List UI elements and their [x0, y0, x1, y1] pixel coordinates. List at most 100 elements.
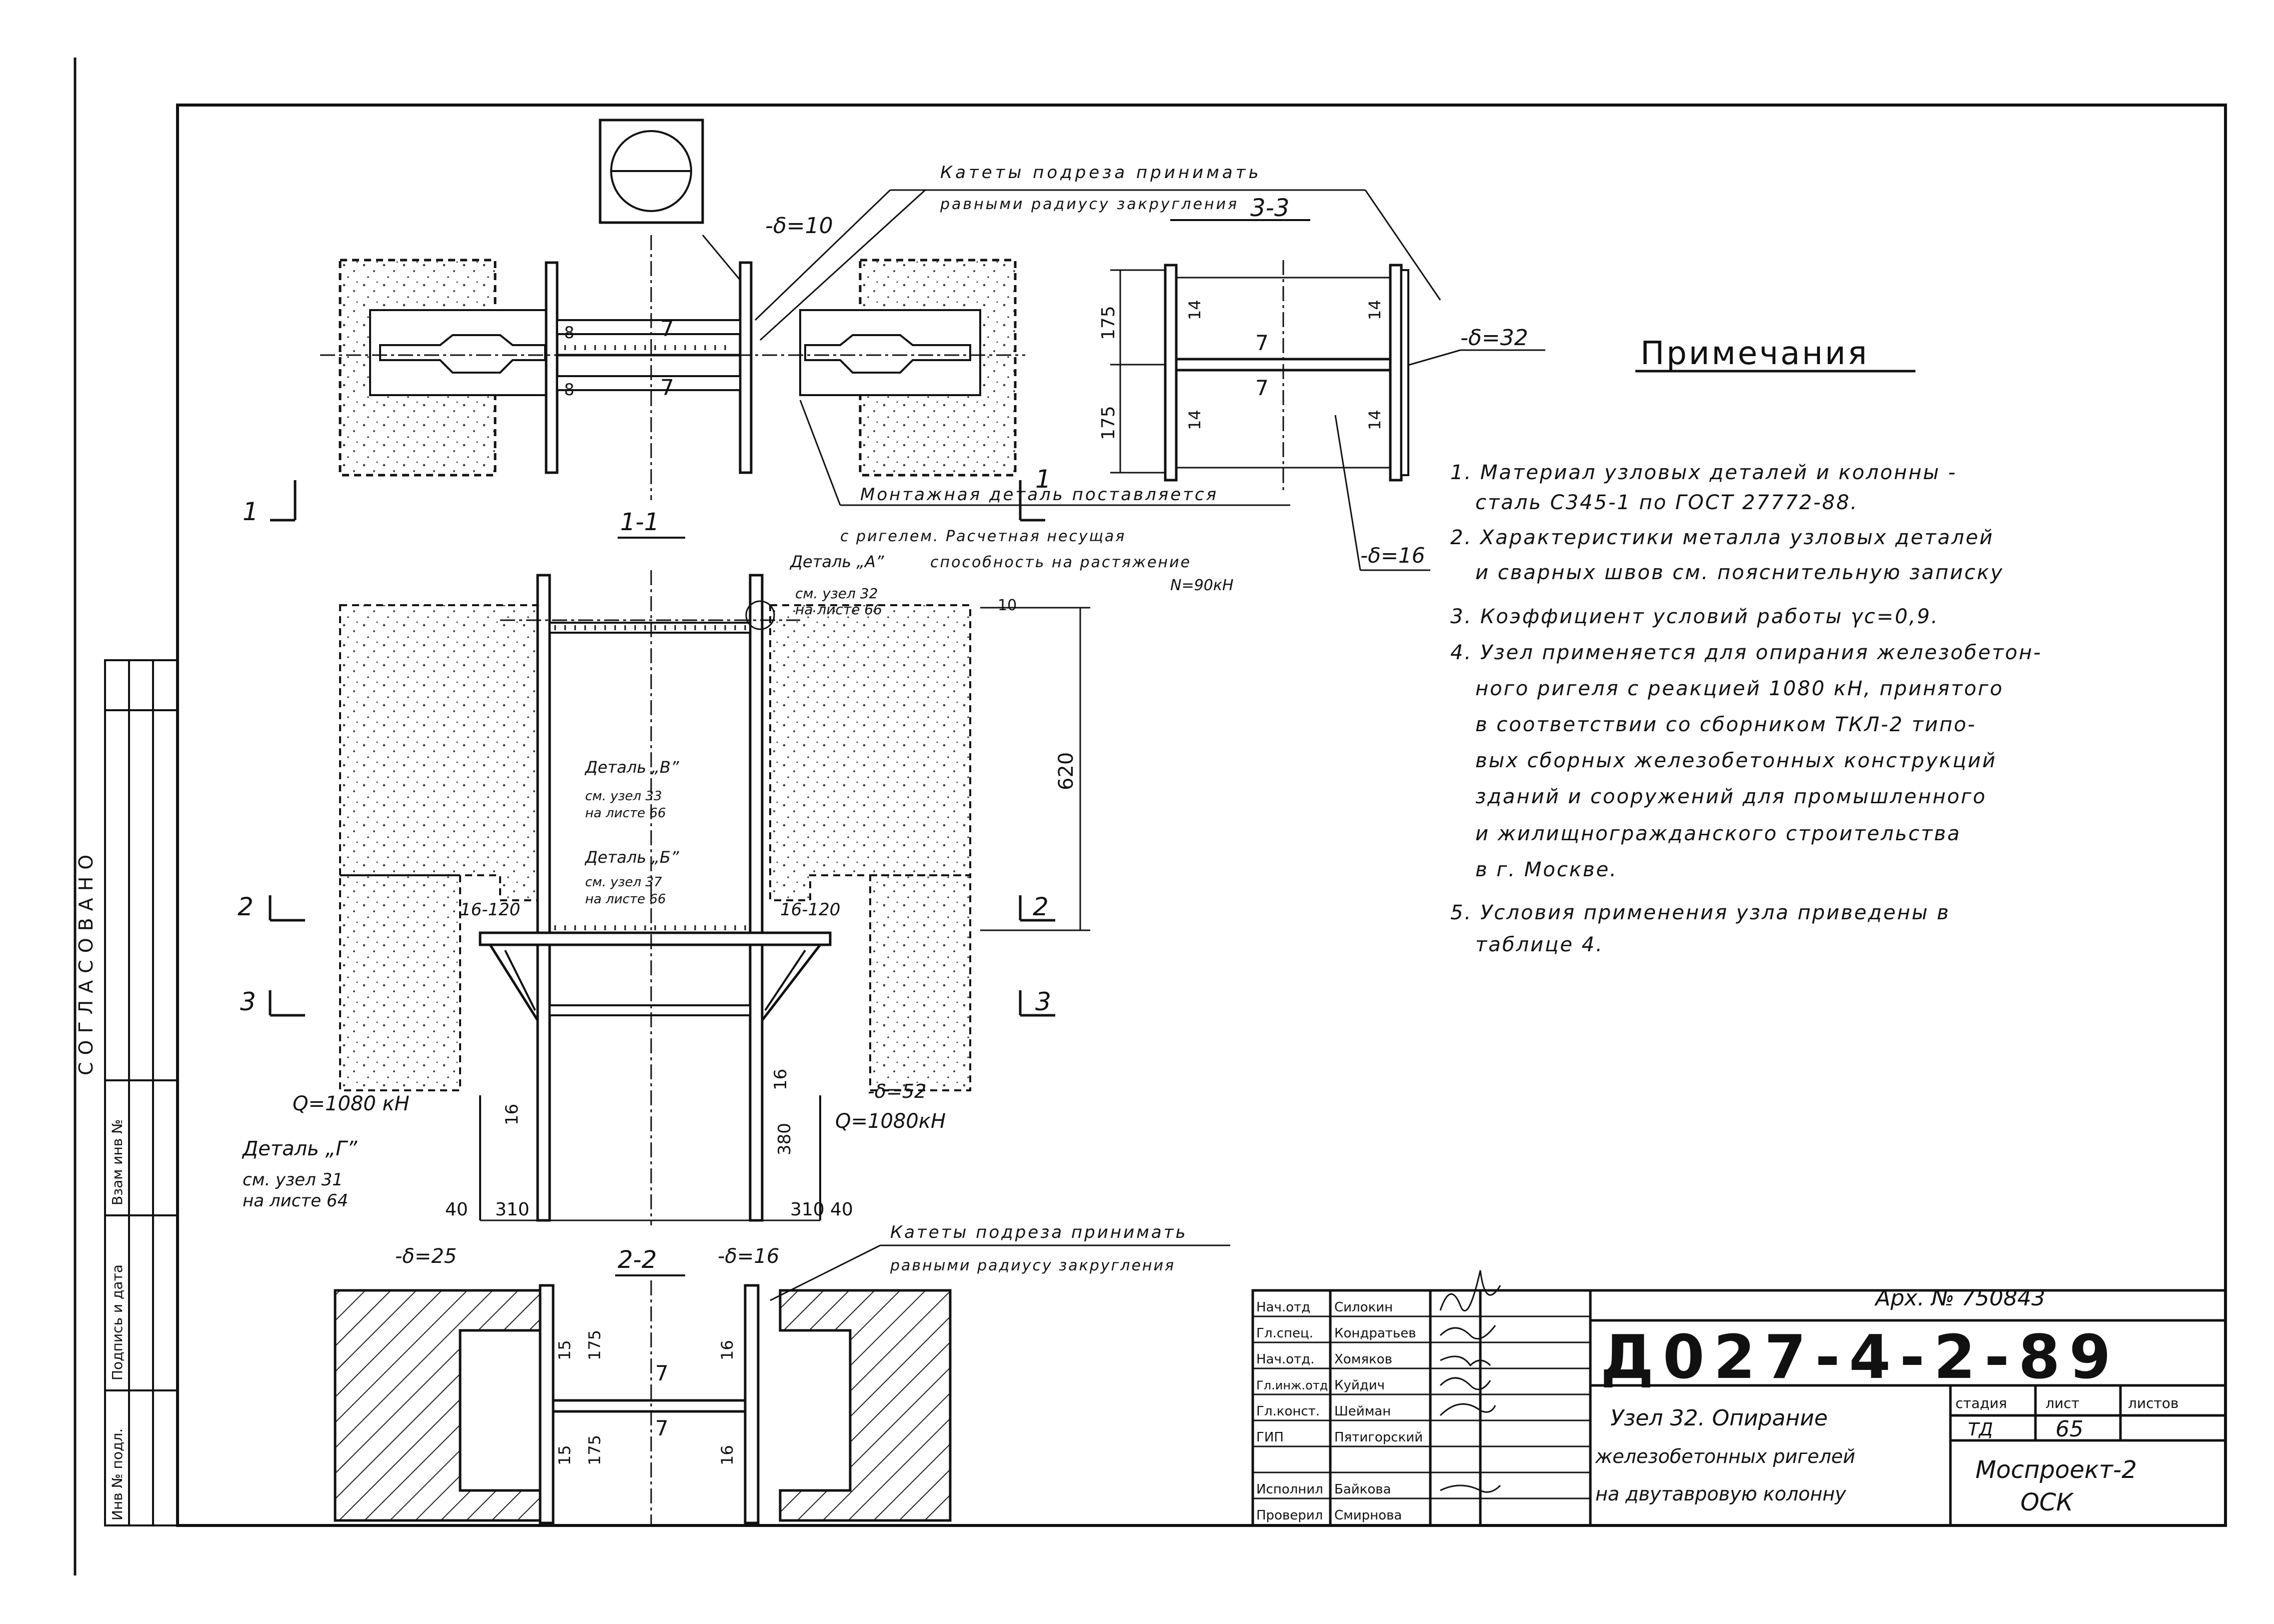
- weld-14-b: 14: [1365, 300, 1384, 320]
- detail-v-ref1: см. узел 33: [585, 789, 662, 804]
- detail-a-ref1: см. узел 32: [795, 585, 878, 602]
- dim-175-d: 175: [585, 1435, 604, 1465]
- detail-g-title: Деталь „Г”: [242, 1137, 358, 1160]
- weld-16-c: 16: [718, 1340, 737, 1360]
- dim-380: 380: [775, 1123, 795, 1155]
- name-4: Шейман: [1334, 1404, 1391, 1419]
- mounting-note-4: N=90кН: [1170, 577, 1233, 594]
- weld-leg-b-note-1: Катеты подреза принимать: [890, 1222, 1187, 1242]
- sheet-label: лист: [2045, 1395, 2079, 1411]
- inv-orig-label: Инв № подл.: [109, 1428, 126, 1520]
- detail-v-title: Деталь „В”: [584, 758, 679, 777]
- note-line-12: в г. Москве.: [1475, 858, 1618, 881]
- cut3-left: 3: [240, 987, 256, 1016]
- title-block: [1251, 1289, 2227, 1527]
- sheets-label: листов: [2128, 1395, 2178, 1411]
- plate-d16-label: -δ=16: [1360, 543, 1425, 568]
- weld-leg-note-2: равными радиусу закругления: [940, 196, 1239, 213]
- note-line-8: в соответствии со сборником ТКЛ-2 типо-: [1475, 713, 1976, 736]
- weld-8-b: 8: [564, 380, 574, 399]
- note-line-13: 5. Условия применения узла приведены в: [1450, 901, 1950, 924]
- note-line-10: зданий и сооружений для промышленного: [1475, 785, 1986, 808]
- role-4: Гл.конст.: [1256, 1404, 1320, 1419]
- dim-310-right: 310: [790, 1199, 825, 1220]
- dim-620: 620: [1055, 752, 1078, 790]
- note-line-6: 4. Узел применяется для опирания железоб…: [1450, 641, 2042, 664]
- role-5: ГИП: [1256, 1430, 1284, 1445]
- section-1-1-title: 1-1: [620, 508, 659, 536]
- role-1: Гл.спец.: [1256, 1326, 1313, 1341]
- weld-14-d: 14: [1365, 410, 1384, 430]
- sheet-value: 65: [2055, 1416, 2083, 1442]
- note-line-5: 3. Коэффициент условий работы γc=0,9.: [1450, 605, 1939, 628]
- dim-16-120-right: 16-120: [780, 900, 840, 920]
- note-line-2: сталь С345-1 по ГОСТ 27772-88.: [1475, 491, 1858, 514]
- weld-7-f: 7: [655, 1416, 669, 1440]
- signatures: [1439, 1270, 1501, 1493]
- detail-v-ref2: на листе 66: [585, 806, 666, 821]
- load-left: Q=1080 кН: [293, 1092, 410, 1115]
- document-code: Д027-4-2-89: [1600, 1323, 2120, 1392]
- weld-7-e: 7: [655, 1361, 669, 1385]
- plate-d25-label: -δ=25: [395, 1245, 457, 1268]
- weld-16-a: 16: [771, 1069, 791, 1090]
- weld-15-b: 15: [555, 1445, 574, 1465]
- weld-7-b: 7: [660, 375, 674, 401]
- mounting-note-1: Монтажная деталь поставляется: [860, 485, 1218, 505]
- note-line-9: вых сборных железобетонных конструкций: [1475, 749, 1997, 772]
- role-0: Нач.отд: [1256, 1300, 1310, 1315]
- dim-40-left: 40: [445, 1199, 468, 1220]
- plate-d16b-label: -δ=16: [718, 1245, 779, 1268]
- name-7: Байкова: [1334, 1482, 1391, 1497]
- detail-a-ref2: на листе 66: [795, 601, 882, 618]
- top-note-leaders: [702, 189, 1441, 341]
- title-line-2: железобетонных ригелей: [1595, 1445, 1855, 1467]
- plate-d10-label: -δ=10: [765, 213, 833, 239]
- name-0: Силокин: [1334, 1300, 1393, 1315]
- weld-7-c: 7: [1255, 331, 1269, 355]
- name-1: Кондратьев: [1334, 1326, 1416, 1341]
- stage-value: ТД: [1968, 1419, 1993, 1440]
- cut2-left: 2: [238, 892, 254, 921]
- note-line-11: и жилищногражданского строительства: [1475, 822, 1961, 845]
- section-2-2: [334, 1244, 1230, 1525]
- stage-label: стадия: [1955, 1395, 2007, 1411]
- plate-d52-label: -δ=52: [868, 1080, 926, 1102]
- org-line-2: ОСК: [2020, 1488, 2074, 1516]
- org-line-1: Моспроект-2: [1975, 1456, 2137, 1484]
- note-line-7: ного ригеля с реакцией 1080 кН, принятог…: [1475, 677, 2003, 700]
- mounting-note-3: способность на растяжение: [930, 554, 1191, 571]
- detail-b-ref2: на листе 66: [585, 892, 666, 907]
- note-line-4: и сварных швов см. пояснительную записку: [1475, 561, 2004, 584]
- weld-15-a: 15: [555, 1340, 574, 1360]
- name-5: Пятигорский: [1334, 1430, 1423, 1445]
- section-2-2-title: 2-2: [618, 1246, 657, 1274]
- detail-g-ref2: на листе 64: [243, 1191, 348, 1211]
- agreed-label: СОГЛАСОВАНО: [75, 848, 97, 1075]
- section-3-3: [1110, 219, 1409, 490]
- notes-list: 1. Материал узловых деталей и колонны - …: [1450, 461, 2042, 956]
- cut1-right: 1: [1035, 465, 1051, 494]
- inv-repl-label: Взам инв №: [109, 1119, 126, 1205]
- dim-175-b: 175: [1098, 406, 1119, 440]
- weld-8-a: 8: [564, 323, 574, 342]
- cut3-right: 3: [1035, 987, 1051, 1016]
- role-7: Исполнил: [1256, 1482, 1323, 1497]
- dim-16-120-left: 16-120: [460, 900, 520, 920]
- role-2: Нач.отд.: [1256, 1352, 1314, 1367]
- note-line-3: 2. Характеристики металла узловых детале…: [1450, 526, 1994, 549]
- detail-b-title: Деталь „Б”: [584, 848, 679, 867]
- title-line-3: на двутавровую колонну: [1595, 1483, 1846, 1505]
- side-stamp: [104, 659, 179, 1526]
- title-line-1: Узел 32. Опирание: [1610, 1405, 1828, 1431]
- dim-310-left: 310: [495, 1199, 530, 1220]
- weld-leg-note-1: Катеты подреза принимать: [940, 163, 1261, 183]
- note-line-1: 1. Материал узловых деталей и колонны -: [1450, 461, 1957, 484]
- dim-175-a: 175: [1098, 306, 1119, 340]
- weld-16-d: 16: [718, 1445, 737, 1465]
- title-block-roles: Нач.отд Силокин Гл.спец. Кондратьев Нач.…: [1256, 1300, 1423, 1523]
- plate-d32-label: -δ=32: [1460, 325, 1528, 351]
- section-3-3-title: 3-3: [1250, 194, 1289, 222]
- top-plan-view: [320, 119, 1025, 500]
